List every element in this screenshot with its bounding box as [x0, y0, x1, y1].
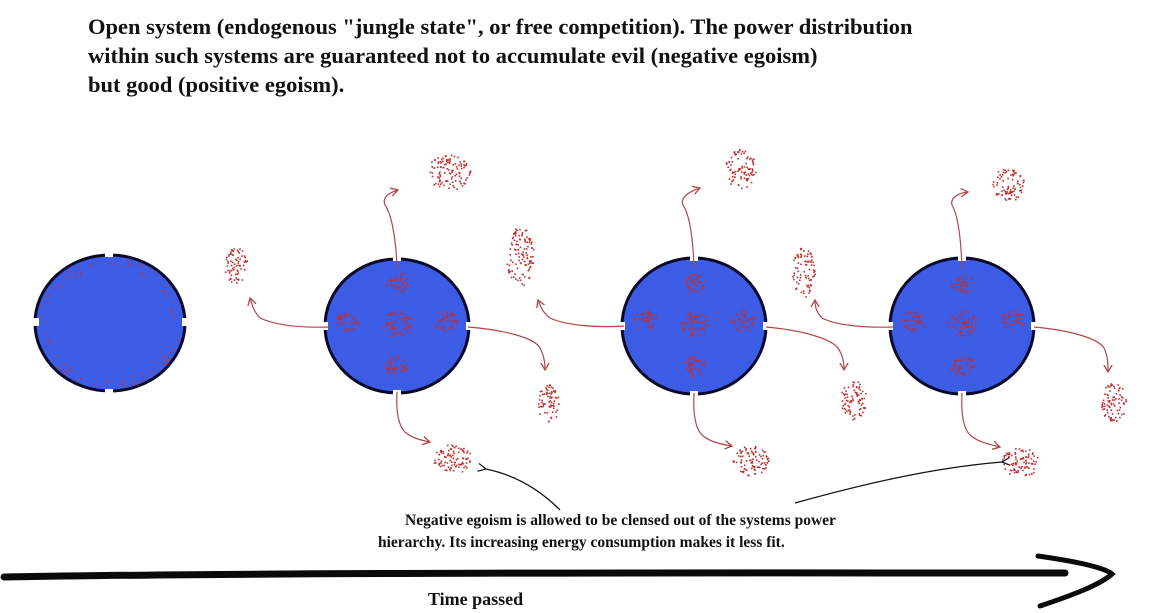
arrow-s4-down: [961, 392, 1000, 447]
time-axis-arrow: [0, 553, 1116, 609]
cluster-s3-down: [732, 446, 770, 477]
outline-gaps: [33, 251, 1036, 396]
inner-s2-right: [434, 311, 459, 332]
arrow-s2-left: [250, 298, 331, 328]
inner-s2-center: [382, 310, 412, 337]
title-line-2: within such systems are guaranteed not t…: [88, 43, 818, 68]
cluster-s4-left: [792, 247, 816, 298]
cluster-s4-down: [1001, 448, 1039, 477]
time-axis-label: Time passed: [428, 589, 524, 609]
inner-s2-top: [385, 274, 409, 293]
arrow-s3-left: [538, 300, 625, 328]
cluster-s4-right: [1101, 383, 1127, 422]
title-line-3: but good (positive egoism).: [88, 72, 345, 97]
cluster-s3-left: [506, 228, 535, 287]
caption: Negative egoism is allowed to be clensed…: [378, 510, 836, 554]
inner-s4-left: [901, 311, 925, 333]
system-initial: [33, 253, 187, 393]
caption-pointers: [486, 462, 1002, 511]
arrow-s2-down: [396, 391, 430, 442]
inner-s2-left: [335, 312, 360, 332]
cluster-s2-left: [224, 248, 248, 284]
system-3: [620, 256, 768, 396]
arrow-s4-left: [815, 300, 894, 328]
cluster-s2-right: [537, 384, 560, 423]
arrow-s3-down: [693, 392, 732, 446]
cluster-s3-up: [725, 148, 757, 190]
title-line-1: Open system (endogenous "jungle state", …: [88, 14, 913, 39]
pointer-left: [486, 469, 561, 511]
pointer-right: [794, 462, 1002, 504]
cluster-s3-right: [841, 381, 867, 421]
inner-s4-top: [950, 274, 974, 295]
cluster-initial-rim: [41, 260, 178, 388]
inner-s3-top: [684, 274, 707, 294]
arrow-s3-right: [765, 326, 844, 370]
caption-line-1: Negative egoism is allowed to be clensed…: [405, 512, 836, 529]
arrow-s4-right: [1033, 326, 1108, 372]
diagram-title: Open system (endogenous "jungle state", …: [88, 12, 1153, 99]
expulsion-arrows: [250, 188, 1108, 447]
inner-s3-right: [730, 309, 755, 333]
egoism-clusters: [41, 148, 1127, 477]
inner-s3-center: [679, 312, 709, 337]
cluster-s4-up: [992, 168, 1025, 201]
cluster-s2-down: [433, 444, 471, 473]
inner-s4-center: [947, 310, 977, 337]
inner-s4-right: [1001, 309, 1025, 333]
inner-s4-bottom: [950, 355, 976, 377]
cluster-s2-up: [429, 154, 472, 190]
arrow-s4-up: [951, 192, 968, 269]
arrow-s2-up: [383, 190, 398, 269]
caption-line-2: hierarchy. Its increasing energy consump…: [378, 534, 785, 551]
inner-s2-bottom: [385, 354, 411, 377]
inner-s3-left: [634, 309, 658, 330]
arrow-s2-right: [467, 326, 545, 370]
inner-s3-bottom: [683, 356, 707, 378]
arrow-s3-up: [681, 188, 700, 269]
